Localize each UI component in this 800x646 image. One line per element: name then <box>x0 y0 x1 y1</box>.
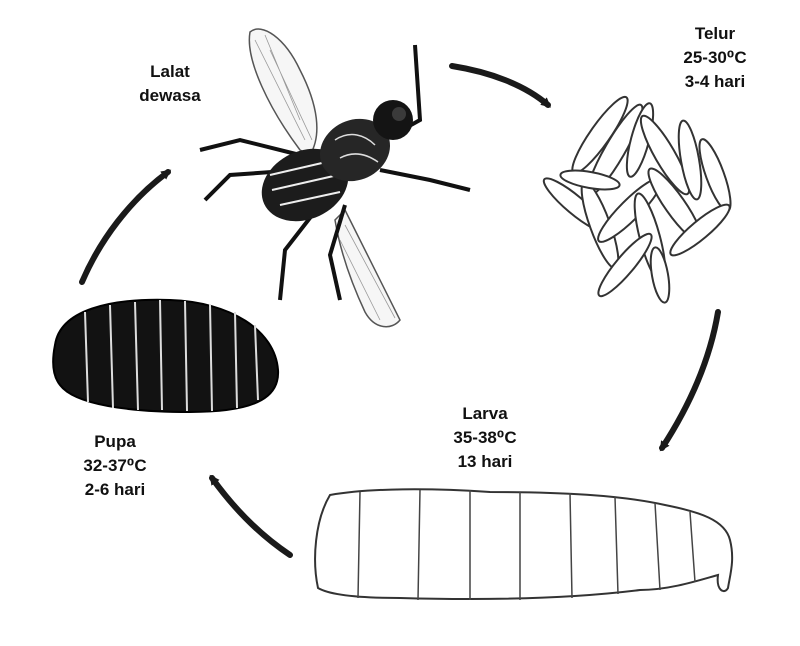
larva-label: Larva 35-38⁰C 13 hari <box>430 402 540 474</box>
arrow-adult-to-egg <box>452 66 548 105</box>
pupa-illustration <box>53 300 278 412</box>
egg-label: Telur 25-30⁰C 3-4 hari <box>660 22 770 94</box>
larva-illustration <box>315 489 732 600</box>
larva-duration: 13 hari <box>430 450 540 474</box>
larva-temperature: 35-38⁰C <box>430 426 540 450</box>
egg-duration: 3-4 hari <box>660 70 770 94</box>
egg-temperature: 25-30⁰C <box>660 46 770 70</box>
eggs-illustration <box>539 92 737 304</box>
pupa-stage-name: Pupa <box>60 430 170 454</box>
adult-fly-label-line2: dewasa <box>120 84 220 108</box>
adult-fly-label-line1: Lalat <box>120 60 220 84</box>
adult-fly-label: Lalat dewasa <box>120 60 220 108</box>
arrow-pupa-to-adult <box>82 172 168 282</box>
arrow-egg-to-larva <box>662 312 718 448</box>
egg-stage-name: Telur <box>660 22 770 46</box>
arrow-larva-to-pupa <box>212 478 290 555</box>
pupa-label: Pupa 32-37⁰C 2-6 hari <box>60 430 170 502</box>
pupa-duration: 2-6 hari <box>60 478 170 502</box>
larva-stage-name: Larva <box>430 402 540 426</box>
pupa-temperature: 32-37⁰C <box>60 454 170 478</box>
adult-fly-illustration <box>200 29 470 327</box>
